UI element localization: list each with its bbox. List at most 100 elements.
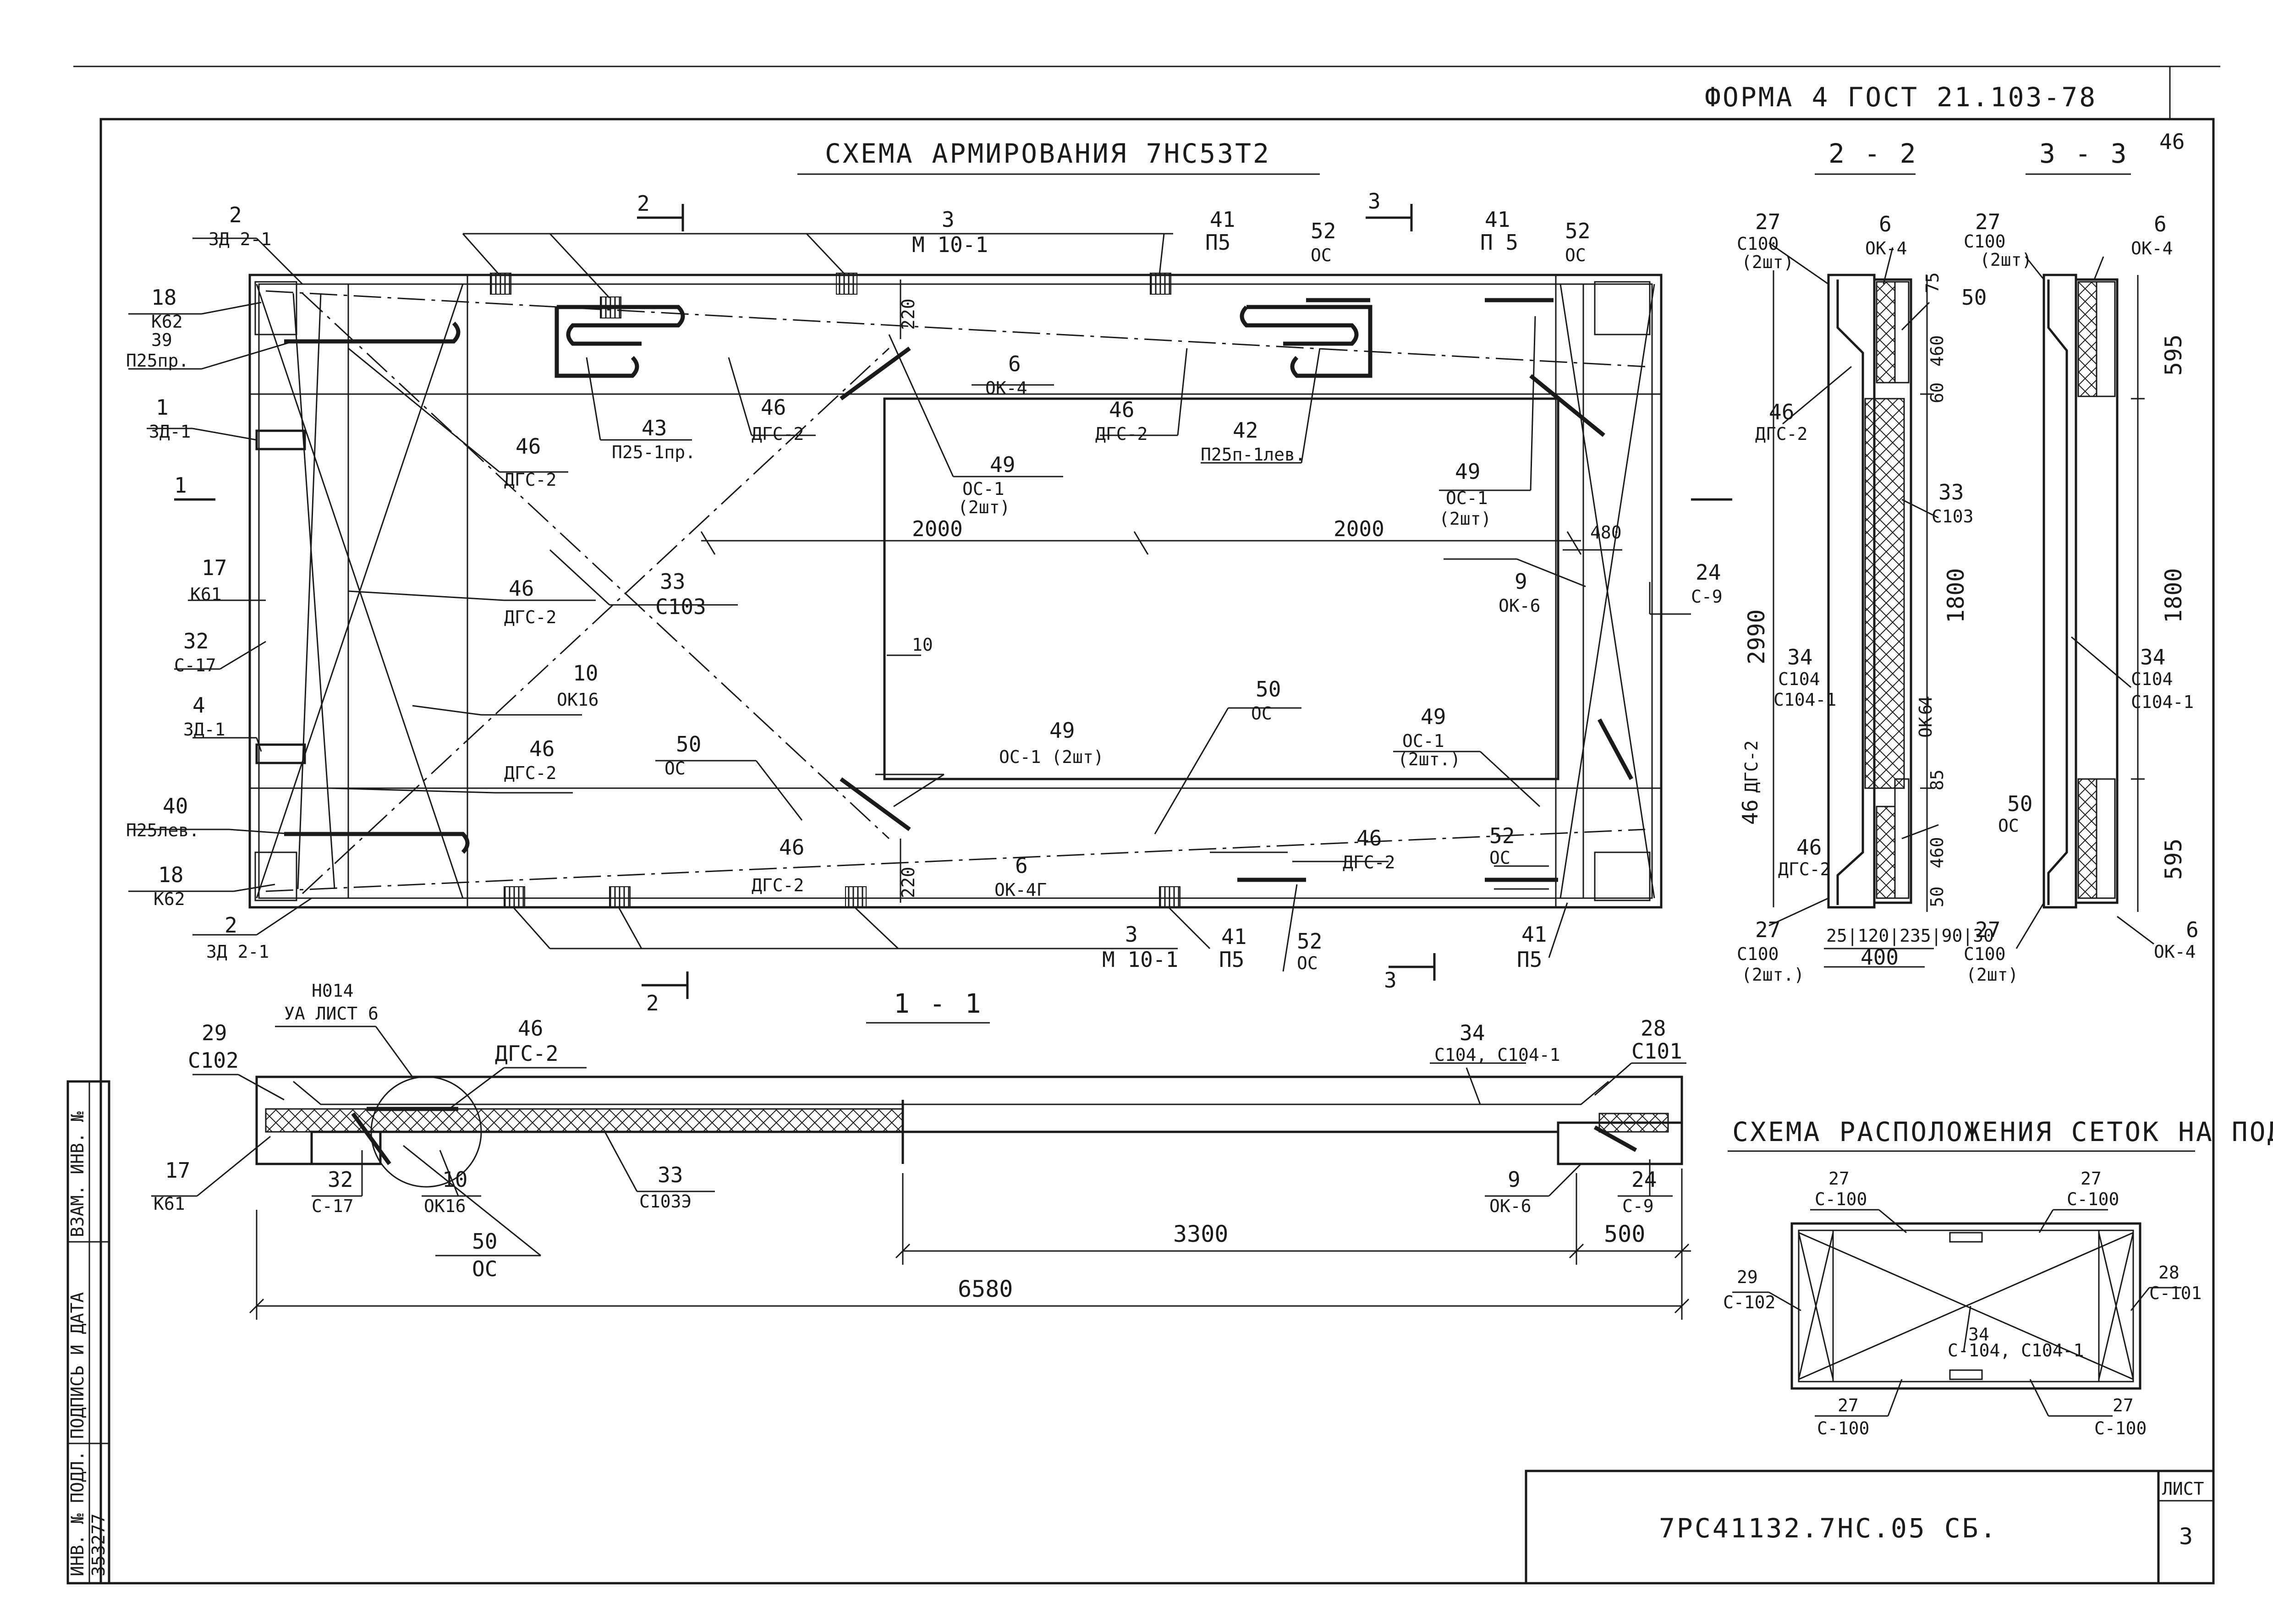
label-46g: 46	[1356, 826, 1382, 850]
s22-50b-code: ОС	[1998, 816, 2019, 836]
label-41b: 41	[1485, 207, 1510, 232]
label-2-top-code: 3Д 2-1	[209, 229, 271, 249]
mesh-34: 34	[1968, 1324, 1989, 1344]
titles: СХЕМА АРМИРОВАНИЯ 7НС53Т2 2 - 2 3 - 3 1 …	[797, 138, 2273, 1152]
title-block	[1525, 1470, 2215, 1585]
label-52d-code: ОС	[1297, 953, 1318, 973]
s22-46a: 46	[1769, 400, 1794, 424]
section-2-2-labels: 27 С100 (2шт) 6 ОК-4 75 50 460 60 46 ДГС…	[1737, 209, 2032, 985]
label-46c: 46	[1109, 397, 1134, 422]
label-41d: 41	[1521, 922, 1547, 947]
label-46e: 46	[529, 736, 555, 761]
s11-28: 28	[1641, 1016, 1666, 1041]
label-40-code: П25лев.	[126, 820, 199, 840]
label-43-code: П25-1пр.	[612, 442, 696, 462]
label-41c-code: П5	[1219, 947, 1244, 972]
label-6b-code: ОК-4Г	[994, 880, 1047, 900]
s22-50b: 50	[2007, 791, 2032, 816]
mesh-layout	[1732, 1209, 2181, 1417]
label-18b: 18	[158, 862, 183, 887]
label-49c-code: ОС-1 (2шт)	[999, 747, 1104, 767]
s11-dim-3300: 3300	[1173, 1221, 1228, 1247]
cut-3-bottom: 3	[1384, 968, 1397, 993]
mesh-29-code: С-102	[1723, 1292, 1775, 1312]
label-32-code: С-17	[174, 655, 216, 675]
mesh-27a-code: С-100	[1815, 1189, 1867, 1209]
s22-6-code: ОК-4	[1865, 238, 1907, 258]
label-52d: 52	[1297, 929, 1322, 954]
label-10: 10	[573, 661, 598, 686]
label-49b-code: ОС-1	[1446, 488, 1488, 508]
s22-34-code2: С104-1	[1773, 690, 1836, 710]
s22-6: 6	[1879, 212, 1892, 236]
mesh-27a: 27	[1828, 1169, 1850, 1189]
label-17: 17	[202, 555, 227, 580]
label-50a-code: ОС	[664, 758, 686, 779]
label-41d-code: П5	[1517, 947, 1542, 972]
label-46g-code: ДГС-2	[1343, 852, 1395, 872]
s22-dim-400: 400	[1861, 945, 1899, 970]
s11-29: 29	[202, 1020, 227, 1045]
label-50b-code: ОС	[1251, 703, 1272, 724]
s33-6b-code: ОК-4	[2154, 942, 2196, 962]
s11-9: 9	[1508, 1167, 1521, 1192]
inv-number: 353277	[88, 1514, 109, 1576]
label-43: 43	[642, 416, 667, 440]
mesh-27b-code: С-100	[2067, 1189, 2119, 1209]
label-10-code: ОК16	[557, 690, 599, 710]
label-39: 39	[151, 330, 172, 350]
meshes-title: СХЕМА РАСПОЛОЖЕНИЯ СЕТОК НА ПОДДОНЕ	[1732, 1116, 2273, 1147]
s22-27b-qty: (2шт.)	[1741, 965, 1804, 985]
inv-podl-label: ИНВ. № ПОДЛ.	[67, 1450, 88, 1576]
s11-32-code: С-17	[312, 1196, 354, 1216]
label-42-code: П25п-1лев.	[1201, 444, 1306, 465]
s22-6v: 6	[1916, 704, 1936, 715]
section-3-3	[2015, 256, 2154, 949]
section-2-2	[1768, 242, 1939, 968]
s33-dim-595b: 595	[2160, 839, 2187, 880]
s11-17-code: К61	[154, 1194, 185, 1214]
cut-1-left: 1	[174, 473, 187, 498]
label-49a: 49	[990, 452, 1015, 477]
label-2-top: 2	[229, 203, 242, 227]
s11-46: 46	[518, 1016, 543, 1041]
s33-27b-qty: (2шт)	[1966, 965, 2018, 985]
s11-dim-500: 500	[1604, 1221, 1645, 1247]
label-18a-code: К62	[151, 312, 183, 332]
label-52c-code: ОС	[1489, 848, 1510, 868]
dim-10: 10	[912, 635, 933, 655]
mesh-28: 28	[2158, 1262, 2180, 1283]
dim-2000-left: 2000	[912, 516, 963, 541]
label-46b: 46	[761, 395, 786, 420]
s22-dim-85: 85	[1927, 769, 1947, 790]
stamp-group: ФОРМА 4 ГОСТ 21.103-78 46 7РС41132.7НС.0…	[1659, 82, 2204, 1550]
label-49d-code: ОС-1	[1402, 731, 1444, 751]
label-52a: 52	[1311, 219, 1336, 243]
s22-27b: 27	[1755, 917, 1780, 942]
s11-17: 17	[165, 1158, 190, 1183]
s33-34: 34	[2140, 645, 2165, 669]
label-52a-code: ОС	[1311, 245, 1332, 265]
s33-6b: 6	[2186, 917, 2199, 942]
panel-outline	[248, 274, 1663, 909]
label-4-code: 3Д-1	[183, 719, 225, 740]
dim-220-bottom: 220	[898, 867, 918, 898]
s22-27a-code: С100	[1737, 234, 1779, 254]
section-1-1-labels: 29 С102 Н014 УА ЛИСТ 6 46 ДГС-2 34 С104,…	[154, 981, 1682, 1302]
dim-220-top: 220	[898, 298, 918, 330]
label-49c: 49	[1049, 718, 1075, 743]
section-3-3-title: 3 - 3	[2039, 138, 2129, 169]
section-2-2-title: 2 - 2	[1828, 138, 1918, 169]
mesh-27b: 27	[2081, 1169, 2102, 1189]
s11-24-code: С-9	[1622, 1196, 1654, 1216]
label-49d-qty: (2шт.)	[1398, 749, 1460, 769]
s22-27b-code: С100	[1737, 944, 1779, 964]
label-41c: 41	[1221, 924, 1246, 949]
side-stamp-group: ИНВ. № ПОДЛ. ПОДПИСЬ И ДАТА ВЗАМ. ИНВ. №…	[67, 1111, 109, 1576]
s22-46v: 46	[1738, 800, 1762, 825]
node-callout-circle	[370, 1076, 482, 1188]
label-46f: 46	[779, 835, 804, 860]
mesh-27c-code: С-100	[1817, 1418, 1869, 1438]
s11-50: 50	[472, 1229, 497, 1254]
s11-knot: Н014	[312, 981, 354, 1001]
